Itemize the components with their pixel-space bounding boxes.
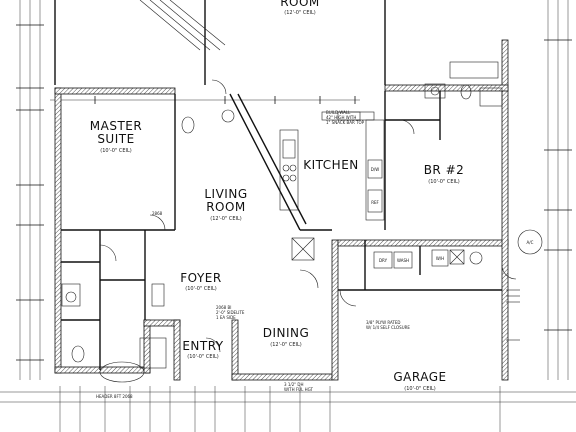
door-swings [99, 79, 517, 353]
dimension-lines-right [544, 0, 572, 380]
foyer-note: 2068 BI 2'-0" SIDELITE 1 EA SIDE [216, 305, 245, 320]
foyer-label: FOYER [180, 271, 221, 285]
interior-walls [61, 91, 502, 370]
foyer-note-line1: 2068 BI [216, 305, 231, 310]
dining-bottom-note: 3 1/2" DH WITH FUL HGT [284, 382, 314, 392]
foyer-note-line2: 2'-0" SIDELITE [216, 310, 245, 315]
dining-label: DINING [263, 326, 310, 340]
living-room-label-line2: ROOM [206, 200, 246, 214]
ref-label: REF [371, 200, 379, 205]
living-room-label-line1: LIVING [204, 187, 247, 201]
living-room-ceiling: (12'-0" CEIL) [210, 216, 241, 222]
living-door-label: 2868 [152, 211, 163, 216]
br2-label: BR #2 [424, 163, 465, 177]
exterior-walls [54, 39, 509, 381]
kitchen-wall-note-line3: 1" SNACK BAR TOP [326, 120, 365, 125]
garage-note: 3/8" PLYW RATED W/ 1/4 SELF CLOSURE [366, 320, 410, 330]
ac-label: A/C [527, 240, 534, 245]
br2-ceiling: (10'-0" CEIL) [428, 179, 459, 185]
dryer-label: DRY [379, 258, 388, 263]
dimension-lines-bottom [0, 386, 576, 432]
kitchen-wall-note-line1: BUILD WALL [326, 110, 351, 115]
master-suite-label-line1: MASTER [90, 119, 142, 133]
dining-bottom-note-line1: 3 1/2" DH [284, 382, 303, 387]
entry-label-group: ENTRY (10'-0" CEIL) [182, 339, 223, 360]
dining-label-group: DINING (12'-0" CEIL) [263, 326, 310, 348]
top-room-region: ROOM (12'-0" CEIL) [54, 0, 386, 85]
br2-label-group: BR #2 (10'-0" CEIL) [424, 163, 465, 185]
master-suite-label-group: MASTER SUITE (10'-0" CEIL) [90, 119, 142, 154]
master-bath-fixtures [61, 61, 503, 383]
dw-label: D/W [371, 167, 379, 172]
kitchen-wall-note-line2: 42" HIGH WITH [326, 115, 356, 120]
foyer-ceiling: (10'-0" CEIL) [185, 286, 216, 292]
entry-bottom-note: HEADER 8FT 2068 [96, 394, 133, 399]
kitchen-wall-note: BUILD WALL 42" HIGH WITH 1" SNACK BAR TO… [326, 110, 365, 125]
water-heater-label: W/H [436, 256, 444, 261]
dimension-lines-left [16, 0, 44, 380]
foyer-label-group: FOYER (10'-0" CEIL) [180, 271, 221, 292]
dining-bottom-note-line2: WITH FUL HGT [284, 387, 314, 392]
garage-note-line2: W/ 1/4 SELF CLOSURE [366, 325, 410, 330]
garage-ceiling: (10'-0" CEIL) [404, 386, 435, 392]
room-top-label: ROOM [280, 0, 320, 9]
garage-note-line1: 3/8" PLYW RATED [366, 320, 400, 325]
master-suite-ceiling: (10'-0" CEIL) [100, 148, 131, 154]
entry-label: ENTRY [182, 339, 223, 353]
room-top-ceiling: (12'-0" CEIL) [284, 10, 315, 16]
laundry-area: DRY WASH W/H A/C [373, 229, 543, 269]
foyer-note-line3: 1 EA SIDE [216, 315, 236, 320]
kitchen-label: KITCHEN [303, 158, 359, 172]
dining-ceiling: (12'-0" CEIL) [270, 342, 301, 348]
entry-ceiling: (10'-0" CEIL) [187, 354, 218, 360]
garage-label: GARAGE [393, 370, 446, 384]
dimension-lines-top-rooms [50, 96, 360, 104]
kitchen-counters: REF D/W [279, 111, 385, 261]
living-room-label-group: LIVING ROOM (12'-0" CEIL) [204, 187, 247, 222]
washer-label: WASH [397, 258, 409, 263]
master-suite-label-line2: SUITE [97, 132, 134, 146]
garage-door [506, 289, 520, 341]
garage-label-group: GARAGE (10'-0" CEIL) [393, 370, 446, 392]
